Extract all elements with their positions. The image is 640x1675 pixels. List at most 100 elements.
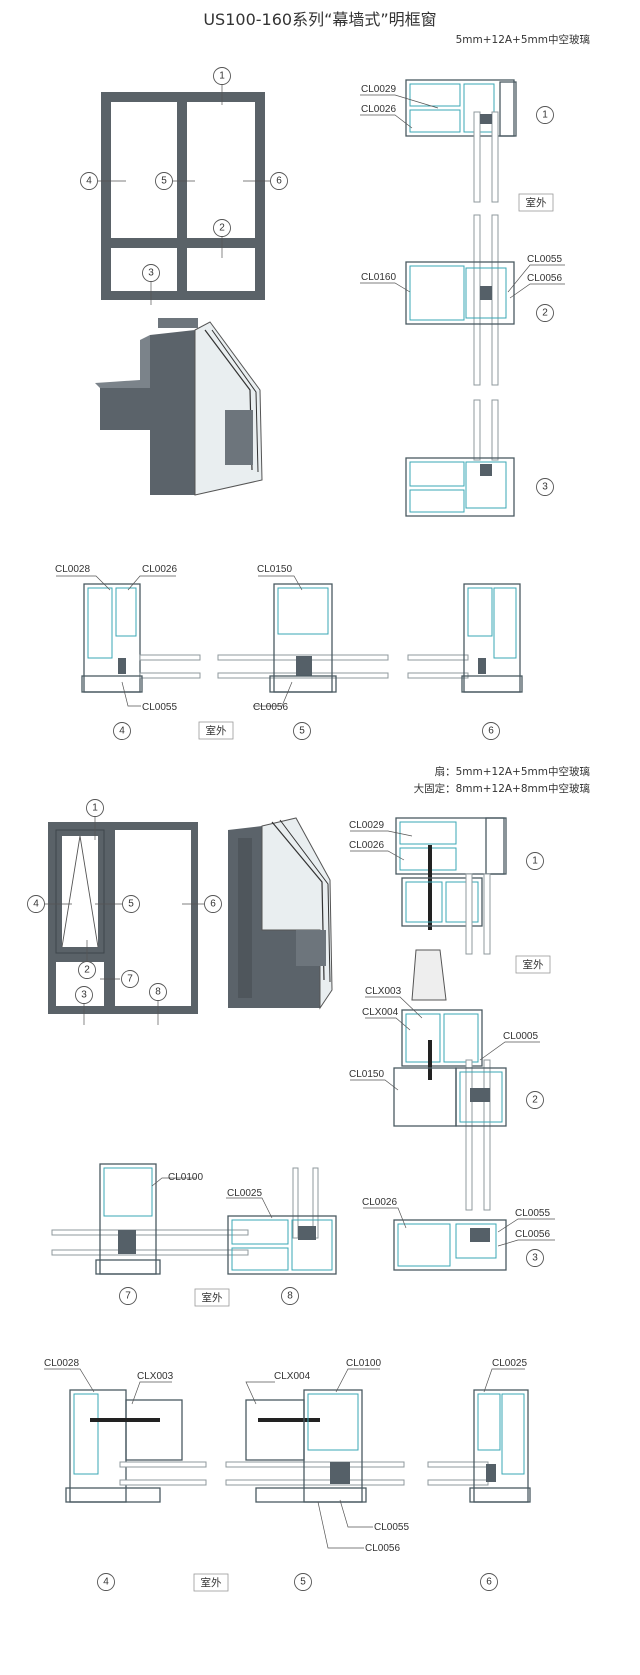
callout-1a: 1: [213, 67, 231, 85]
svg-text:6: 6: [488, 726, 494, 737]
callout-6b: 6: [482, 722, 500, 740]
code-cl0026-v2: CL0026: [349, 840, 384, 851]
code-cl0005-v2: CL0005: [503, 1031, 538, 1042]
code-cl0056-v1: CL0056: [527, 273, 562, 284]
svg-text:2: 2: [542, 308, 548, 319]
callout-1d: 1: [526, 852, 544, 870]
svg-text:室外: 室外: [201, 1576, 222, 1589]
svg-text:5: 5: [128, 899, 134, 910]
callout-8c: 8: [149, 983, 167, 1001]
svg-text:6: 6: [276, 176, 282, 187]
callout-4c: 4: [27, 895, 45, 913]
callout-3b: 3: [536, 478, 554, 496]
svg-text:8: 8: [287, 1291, 293, 1302]
svg-text:6: 6: [486, 1577, 492, 1588]
code-cl0100-h2: CL0100: [346, 1358, 381, 1369]
code-cl0055-v2: CL0055: [515, 1208, 550, 1219]
code-clx003-v2: CLX003: [365, 986, 402, 997]
profile-section-icon: [51, 1163, 337, 1275]
callout-7c: 7: [121, 970, 139, 988]
callout-8d: 8: [281, 1287, 299, 1305]
callout-2b: 2: [536, 304, 554, 322]
code-cl0028-h2: CL0028: [44, 1358, 79, 1369]
profile-section-icon: [44, 1368, 531, 1549]
svg-text:2: 2: [219, 223, 225, 234]
profile-section-icon: [350, 817, 555, 1271]
svg-text:5: 5: [161, 176, 167, 187]
callout-1b: 1: [536, 106, 554, 124]
svg-text:4: 4: [103, 1577, 109, 1588]
svg-text:3: 3: [542, 482, 548, 493]
code-cl0056-h1: CL0056: [253, 702, 288, 713]
code-cl0026-h1: CL0026: [142, 564, 177, 575]
profile-section-icon: [360, 79, 565, 517]
callout-1c: 1: [86, 799, 104, 817]
outdoor-label-5: 室外: [193, 1573, 229, 1592]
code-cl0026-v3: CL0026: [362, 1197, 397, 1208]
profile-section-icon: [56, 575, 523, 707]
code-cl0055-v1: CL0055: [527, 254, 562, 265]
svg-text:4: 4: [86, 176, 92, 187]
code-cl0025-d8: CL0025: [227, 1188, 262, 1199]
glass-spec-top: 5mm+12A+5mm中空玻璃: [455, 34, 590, 46]
svg-text:2: 2: [84, 965, 90, 976]
code-clx004-h2: CLX004: [274, 1371, 311, 1382]
callout-2d: 2: [526, 1091, 544, 1109]
glass-spec-fixed: 大固定：8mm+12A+8mm中空玻璃: [413, 783, 590, 795]
svg-text:1: 1: [219, 71, 225, 82]
code-cl0028-h1: CL0028: [55, 564, 90, 575]
outdoor-label-2: 室外: [198, 721, 234, 740]
code-cl0160-v1: CL0160: [361, 272, 396, 283]
svg-text:6: 6: [210, 899, 216, 910]
callout-2a: 2: [213, 219, 231, 237]
svg-text:3: 3: [81, 990, 87, 1001]
glass-spec-sash: 扇：5mm+12A+5mm中空玻璃: [434, 766, 590, 778]
callout-5a: 5: [155, 172, 173, 190]
window-elevation-icon: [44, 816, 204, 1025]
callout-4b: 4: [113, 722, 131, 740]
code-cl0150-h1: CL0150: [257, 564, 292, 575]
svg-text:4: 4: [119, 726, 125, 737]
callout-3c: 3: [75, 986, 93, 1004]
svg-text:4: 4: [33, 899, 39, 910]
callout-3a: 3: [142, 264, 160, 282]
outdoor-label-1: 室外: [518, 193, 554, 212]
code-cl0056-v2: CL0056: [515, 1229, 550, 1240]
callout-6e: 6: [480, 1573, 498, 1591]
callout-5c: 5: [122, 895, 140, 913]
code-cl0025-h2: CL0025: [492, 1358, 527, 1369]
callout-6a: 6: [270, 172, 288, 190]
callout-6c: 6: [204, 895, 222, 913]
callout-2c: 2: [78, 961, 96, 979]
svg-text:3: 3: [532, 1253, 538, 1264]
code-cl0029-v2: CL0029: [349, 820, 384, 831]
code-clx003-h2: CLX003: [137, 1371, 174, 1382]
svg-text:1: 1: [532, 856, 538, 867]
callout-4e: 4: [97, 1573, 115, 1591]
callout-5e: 5: [294, 1573, 312, 1591]
code-cl0055-h1: CL0055: [142, 702, 177, 713]
svg-text:7: 7: [127, 974, 133, 985]
page-title: US100-160系列“幕墙式”明框窗: [203, 10, 437, 29]
svg-text:5: 5: [300, 1577, 306, 1588]
code-cl0150-v2: CL0150: [349, 1069, 384, 1080]
outdoor-label-4: 室外: [194, 1288, 230, 1307]
code-clx004-v2: CLX004: [362, 1007, 399, 1018]
svg-text:2: 2: [532, 1095, 538, 1106]
svg-text:室外: 室外: [206, 724, 227, 737]
outdoor-label-3: 室外: [515, 955, 551, 974]
code-cl0055-h2: CL0055: [374, 1522, 409, 1533]
svg-text:8: 8: [155, 987, 161, 998]
code-cl0029-v1: CL0029: [361, 84, 396, 95]
svg-text:7: 7: [125, 1291, 131, 1302]
callout-7d: 7: [119, 1287, 137, 1305]
code-cl0100-d7: CL0100: [168, 1172, 203, 1183]
svg-text:1: 1: [542, 110, 548, 121]
svg-text:室外: 室外: [523, 958, 544, 971]
svg-text:室外: 室外: [202, 1291, 223, 1304]
corner-3d-render-icon: [228, 817, 333, 1010]
svg-text:3: 3: [148, 268, 154, 279]
code-cl0026-v1: CL0026: [361, 104, 396, 115]
callout-4a: 4: [80, 172, 98, 190]
